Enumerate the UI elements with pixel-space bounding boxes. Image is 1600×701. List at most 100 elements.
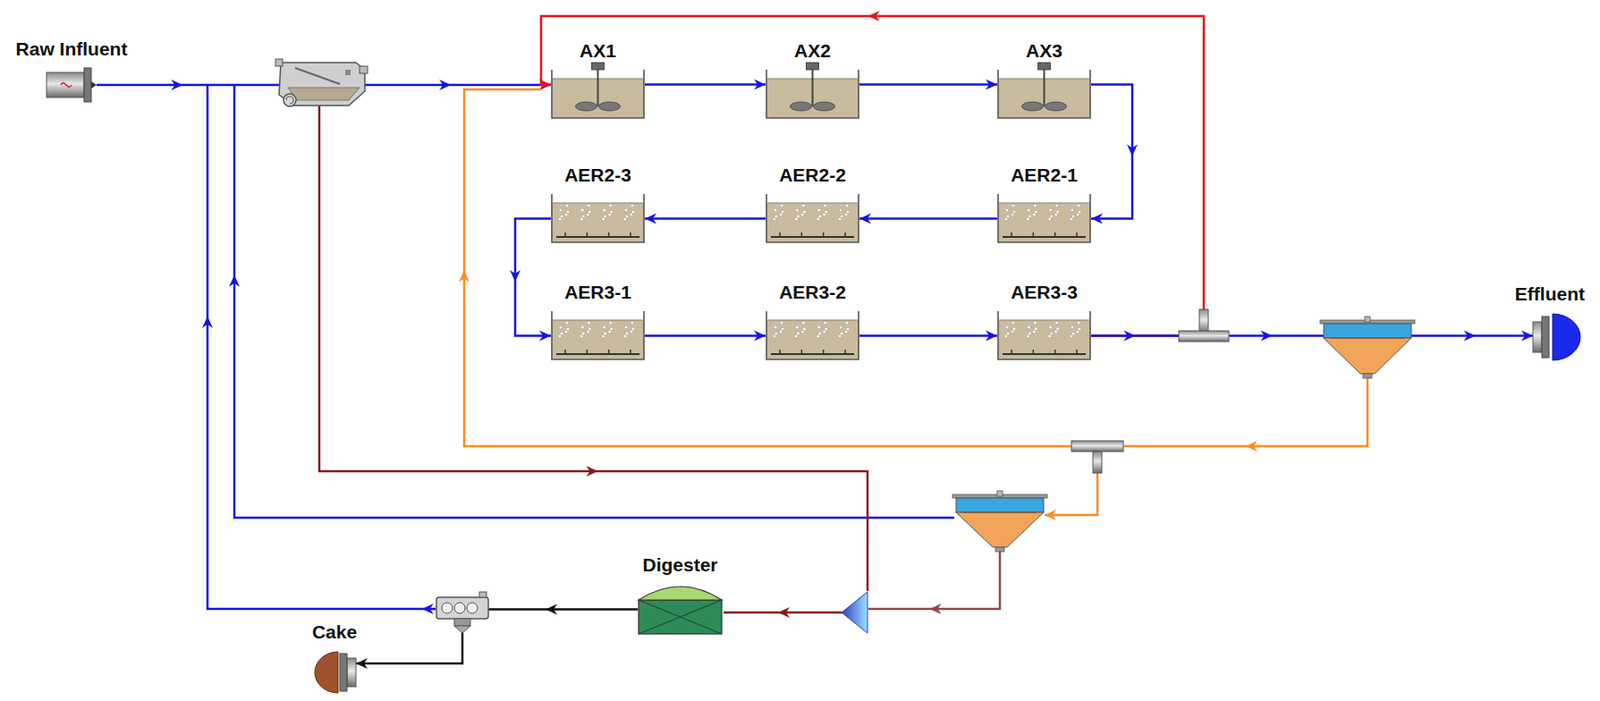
flow-chevron (509, 270, 521, 282)
arrow-head (539, 79, 551, 91)
flow-chevron (458, 270, 470, 283)
equipment-icon (1532, 313, 1585, 362)
arrow-head (539, 330, 551, 342)
flow-connector (859, 330, 998, 342)
flow-line (355, 609, 638, 665)
flow-chevron (1245, 440, 1258, 452)
aeration-tank: AER2-1 (997, 194, 1092, 244)
flow-connector (859, 79, 998, 91)
flow-chevron (422, 603, 434, 615)
unit-label: AX1 (579, 40, 617, 61)
flow-chevron (545, 604, 558, 616)
flow-connector (1091, 84, 1138, 225)
flow-line (644, 217, 766, 221)
flow-line (319, 105, 868, 592)
splitter-tee (1071, 309, 1229, 474)
unit-label: AER3-3 (1010, 281, 1078, 303)
screen-symbol (275, 59, 368, 107)
flow-chevron (778, 607, 790, 618)
flow-line (515, 219, 551, 337)
flow-line (859, 217, 998, 221)
flow-chevron (202, 316, 213, 329)
equipment-icon (313, 651, 356, 695)
equipment-icon (637, 584, 723, 635)
unit-label: AER2-1 (1010, 164, 1078, 186)
flow-connector (644, 213, 766, 225)
equipment-icon (997, 194, 1092, 244)
aeration-tank: AER3-1 (550, 311, 645, 361)
flow-line (868, 551, 1000, 610)
flow-line (207, 84, 436, 610)
anoxic-tank: AX2 (765, 69, 860, 119)
flow-chevron (930, 603, 942, 615)
unit-label: Raw Influent (16, 38, 128, 60)
flow-chevron (1124, 330, 1136, 342)
process-lines (202, 84, 1368, 618)
flow-chevron (1261, 330, 1273, 342)
unit-label: AER2-3 (564, 164, 632, 186)
unit-label: AER3-1 (564, 281, 632, 303)
flow-line (1044, 473, 1098, 516)
anoxic-tank: AX1 (550, 69, 645, 119)
flow-line (859, 334, 998, 338)
flow-line (644, 83, 766, 86)
equipment-icon (765, 194, 860, 244)
flow-line (1091, 84, 1133, 220)
flow-chevron (228, 275, 240, 288)
unit-label: AER2-2 (778, 164, 847, 186)
aeration-tank: AER3-3 (997, 311, 1092, 361)
flow-chevron (868, 10, 881, 22)
unit-label: Effluent (1515, 283, 1585, 305)
unit-label: Digester (642, 554, 718, 576)
clarifier-symbol (1320, 316, 1415, 379)
flow-line (541, 16, 1204, 337)
terminal-symbol: Effluent (1532, 313, 1585, 362)
arrow-head (644, 213, 657, 225)
equipment-icon (550, 194, 645, 244)
flow-connector (539, 10, 1204, 337)
flow-connector (859, 213, 998, 225)
flow-line (464, 89, 1368, 447)
equipment-icon (46, 67, 97, 102)
equipment-icon (765, 311, 860, 361)
unit-label: AER3-2 (778, 281, 847, 303)
flow-connector (1091, 330, 1533, 342)
digester-tank: Digester (637, 584, 723, 635)
unit-label: AX3 (1025, 40, 1063, 61)
equipment-icon (550, 311, 645, 361)
arrow-head (1044, 509, 1057, 521)
flow-chevron (1126, 144, 1138, 157)
aeration-tank: AER2-3 (550, 194, 645, 244)
arrow-head (859, 213, 872, 225)
flow-chevron (170, 79, 183, 91)
equipment-icon (997, 69, 1092, 119)
arrow-head (753, 330, 766, 342)
flow-connector (509, 219, 551, 342)
mixing-symbol (841, 592, 868, 634)
arrow-head (753, 79, 766, 91)
flow-connector (644, 79, 766, 91)
arrow-head (985, 330, 998, 342)
unit-label: Cake (312, 621, 357, 643)
unit-label: AX2 (794, 40, 831, 61)
flow-chevron (586, 465, 599, 477)
anoxic-tank: AX3 (997, 69, 1092, 119)
flow-line (644, 334, 766, 338)
flow-connector (355, 604, 638, 670)
thickener-symbol (952, 491, 1048, 552)
equipment-icon (997, 311, 1092, 361)
flow-connector (644, 330, 766, 342)
arrow-head (1091, 213, 1103, 225)
flow-chevron (1464, 330, 1476, 342)
arrow-head (985, 79, 998, 91)
equipment-icon (550, 69, 645, 119)
arrow-head (355, 658, 368, 669)
flow-line (234, 84, 955, 518)
flow-line (859, 83, 998, 86)
flow-chevron (439, 79, 451, 91)
aeration-tank: AER2-2 (765, 194, 860, 244)
terminal-symbol: Cake (313, 651, 356, 695)
aeration-tank: AER3-2 (765, 311, 860, 361)
dewatering-symbol (436, 592, 489, 634)
